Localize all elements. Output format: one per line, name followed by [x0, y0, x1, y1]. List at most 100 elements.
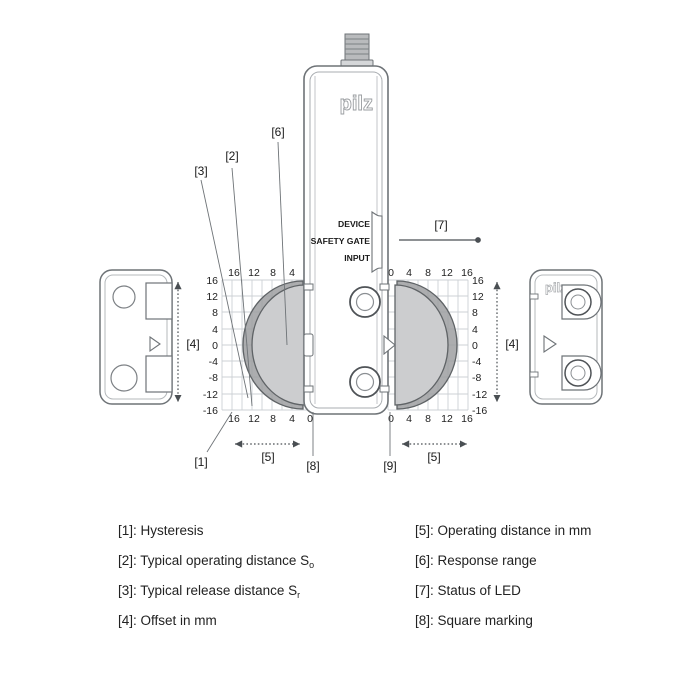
threaded-connector-icon [340, 33, 374, 67]
alignment-triangle-right [383, 334, 396, 356]
svg-text:8: 8 [425, 267, 431, 279]
legend-item-4: [4]: Offset in mm [118, 606, 398, 636]
right-response-grid [387, 279, 469, 411]
led-label-device: DEVICE [338, 219, 370, 229]
led-window [371, 210, 383, 274]
legend-key-3: [3]: [118, 583, 137, 598]
led-label-group: DEVICE SAFETY GATE INPUT [311, 219, 371, 263]
svg-text:-12: -12 [203, 389, 218, 401]
callout-6: [6] [271, 125, 284, 139]
svg-text:16: 16 [461, 413, 473, 425]
right-grid-x-ticks-top: 0 4 8 12 16 [388, 267, 473, 279]
legend-key-8: [8]: [415, 613, 434, 628]
svg-text:-4: -4 [209, 356, 218, 368]
svg-text:12: 12 [441, 267, 453, 279]
svg-text:12: 12 [248, 413, 260, 425]
svg-text:-8: -8 [472, 372, 481, 384]
svg-text:-4: -4 [472, 356, 481, 368]
legend-key-5: [5]: [415, 523, 434, 538]
svg-text:0: 0 [472, 340, 478, 352]
right-grid-x-ticks-bottom: 0 4 8 12 16 [388, 413, 473, 425]
svg-text:-16: -16 [472, 405, 487, 417]
svg-text:8: 8 [212, 307, 218, 319]
legend-sub-3: r [297, 590, 301, 600]
callout-2: [2] [225, 149, 238, 163]
svg-text:-12: -12 [472, 389, 487, 401]
svg-text:0: 0 [388, 413, 394, 425]
legend-sub-2: o [309, 560, 315, 570]
legend-item-1: [1]: Hysteresis [118, 516, 398, 546]
callout-7: [7] [434, 218, 447, 232]
legend-column-right: [5]: Operating distance in mm [6]: Respo… [415, 516, 695, 636]
left-actuator-hole-top [112, 285, 136, 309]
callout-leader-lines [200, 141, 391, 456]
svg-text:12: 12 [206, 291, 218, 303]
operating-distance-region [251, 284, 306, 406]
svg-text:16: 16 [461, 267, 473, 279]
svg-text:4: 4 [472, 324, 478, 336]
led-label-input: INPUT [344, 253, 371, 263]
legend-item-6: [6]: Response range [415, 546, 695, 576]
legend-item-5: [5]: Operating distance in mm [415, 516, 695, 546]
legend-item-2: [2]: Typical operating distance So [118, 546, 398, 576]
legend-key-6: [6]: [415, 553, 434, 568]
legend-key-4: [4]: [118, 613, 137, 628]
callout-4-left: [4] [186, 337, 199, 351]
left-response-grid [221, 279, 313, 411]
legend-text-6: Response range [437, 553, 537, 568]
svg-text:12: 12 [248, 267, 260, 279]
device-right-tabs [379, 283, 390, 393]
legend-key-1: [1]: [118, 523, 137, 538]
callout-4-right: [4] [505, 337, 518, 351]
callout-3: [3] [194, 164, 207, 178]
legend-item-3: [3]: Typical release distance Sr [118, 576, 398, 606]
legend-item-8: [8]: Square marking [415, 606, 695, 636]
right-actuator: pilz [529, 269, 603, 405]
svg-text:4: 4 [289, 267, 295, 279]
device-mounting-hole-bottom [349, 366, 381, 398]
svg-text:8: 8 [270, 413, 276, 425]
svg-text:4: 4 [212, 324, 218, 336]
callout-5-right: [5] [427, 450, 440, 464]
left-actuator-hole-bottom [110, 364, 138, 392]
svg-text:12: 12 [441, 413, 453, 425]
device-body [303, 65, 389, 415]
svg-text:4: 4 [289, 413, 295, 425]
legend-text-1: Hysteresis [140, 523, 204, 538]
svg-text:4: 4 [406, 267, 412, 279]
device-brand-logo: pilz [340, 93, 373, 115]
legend-text-5: Operating distance in mm [437, 523, 592, 538]
svg-text:0: 0 [212, 340, 218, 352]
svg-text:4: 4 [406, 413, 412, 425]
legend-text-3: Typical release distance S [140, 583, 298, 598]
operating-distance-region-right [394, 284, 449, 406]
svg-text:8: 8 [270, 267, 276, 279]
svg-text:8: 8 [425, 413, 431, 425]
device-mounting-hole-top [349, 286, 381, 318]
right-actuator-alignment-triangle [543, 334, 557, 354]
left-actuator [99, 269, 173, 405]
svg-text:-16: -16 [203, 405, 218, 417]
led-label-safety-gate: SAFETY GATE [311, 236, 371, 246]
legend-item-7: [7]: Status of LED [415, 576, 695, 606]
legend-column-left: [1]: Hysteresis [2]: Typical operating d… [118, 516, 398, 636]
legend-text-8: Square marking [437, 613, 533, 628]
left-grid-x-ticks-bottom: 16 12 8 4 0 [228, 413, 313, 425]
safety-gate-sensor-device: pilz DEVICE SAFETY GATE INPUT [303, 33, 396, 415]
callout-1: [1] [194, 455, 207, 469]
svg-text:16: 16 [228, 267, 240, 279]
legend-text-2: Typical operating distance S [140, 553, 310, 568]
left-actuator-alignment-triangle [149, 335, 161, 353]
legend-key-2: [2]: [118, 553, 137, 568]
left-actuator-pad-bottom [145, 355, 173, 393]
svg-text:8: 8 [472, 307, 478, 319]
legend-text-7: Status of LED [437, 583, 521, 598]
callout-labels: [3] [2] [6] [1] [8] [9] [7] [4] [4] [5] … [186, 125, 518, 473]
svg-text:16: 16 [472, 275, 484, 287]
callout-9: [9] [383, 459, 396, 473]
callout-8: [8] [306, 459, 319, 473]
svg-text:0: 0 [388, 267, 394, 279]
svg-text:-8: -8 [209, 372, 218, 384]
